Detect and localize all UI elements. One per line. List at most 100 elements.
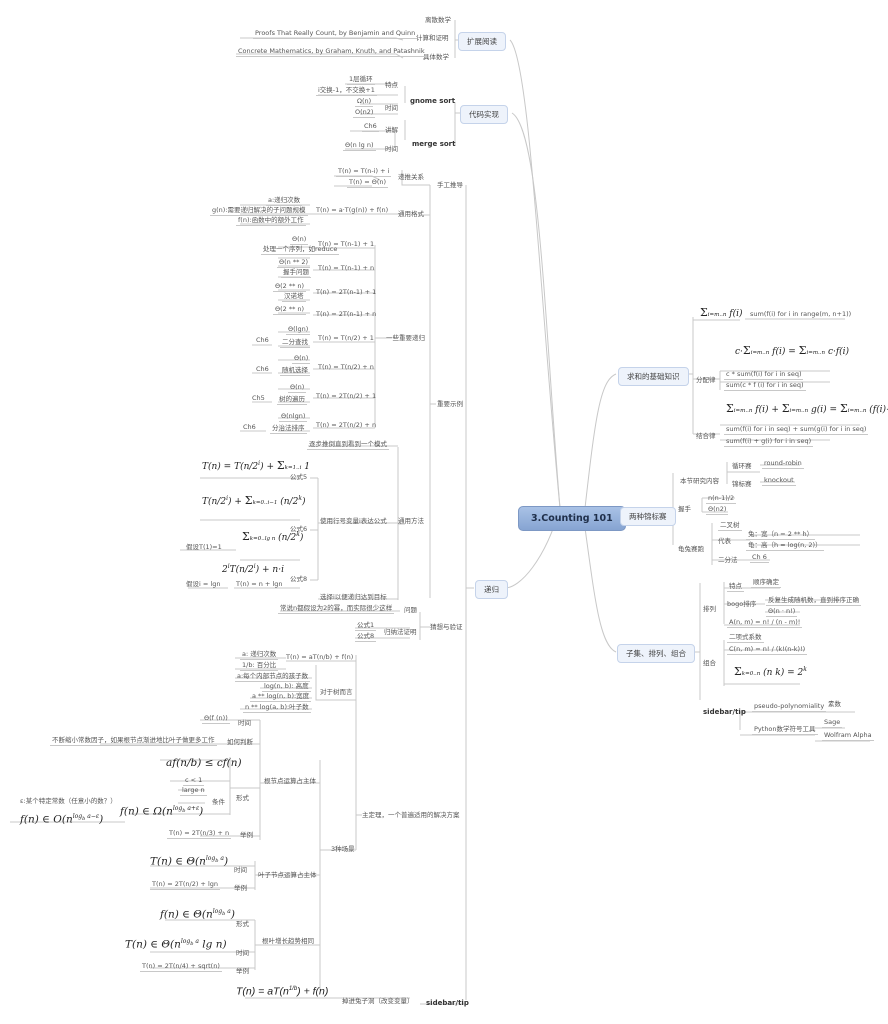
node-gnome-feature[interactable]: 特点 [385,81,398,89]
node-same-time[interactable]: 时间 [236,949,249,957]
node-leaf-time[interactable]: 时间 [234,866,247,874]
node-associative-1[interactable]: sum(f(i) for i in seq) + sum(g(i) for i … [724,425,869,435]
node-master-theorem[interactable]: 主定理，一个普遍适用的解决方案 [362,811,460,819]
node-leaf-example-value[interactable]: T(n) = 2T(n/2) + lgn [150,880,220,890]
node-rabbit-hole[interactable]: 掉进兔子洞（改变变量） [342,997,414,1005]
recursion-formula[interactable]: T(n) = T(n-1) + n [318,264,375,272]
node-root-judge-note[interactable]: 不断缩小常数因子，如果根节点渐进地比叶子做更多工作 [50,736,217,746]
node-pseudo-poly[interactable]: pseudo-polynomiality [752,702,827,712]
node-formula-8-result[interactable]: T(n) = n + lgn [236,580,283,588]
node-hare-width[interactable]: 兔：宽（n = 2 ** h） [746,530,816,540]
node-gnome-sort[interactable]: gnome sort [410,97,456,105]
node-relation-2[interactable]: T(n) = Θ(n) [347,178,389,188]
recursion-desc[interactable]: 握手问题 [281,268,311,278]
node-handshake-theta[interactable]: Θ(n2) [706,505,729,515]
node-sage[interactable]: Sage [822,718,843,728]
node-master-b[interactable]: 1/b: 百分比 [240,661,279,671]
node-recurrence-relation[interactable]: 递推关系 [398,173,424,181]
node-merge-theta[interactable]: Θ(n lg n) [343,141,376,151]
node-handshake-count[interactable]: n(n-1)/2 [706,494,737,504]
node-wolfram[interactable]: Wolfram Alpha [822,731,874,741]
node-proofs-book[interactable]: Proofs That Really Count, by Benjamin an… [253,29,418,39]
node-cond-large-n[interactable]: large n [180,786,207,796]
node-guess-verify[interactable]: 猜想与验证 [430,623,463,631]
topic-summation-basics[interactable]: 求和的基础知识 [618,367,689,386]
node-distributive-1[interactable]: c * sum(f(i) for i in seq) [724,370,804,380]
node-general-g[interactable]: g(n):需要递归解决的子问题规模 [210,206,308,216]
node-associative-2[interactable]: sum(f(i) + g(i) for i in seq) [724,437,814,447]
node-same-growth[interactable]: 根叶增长趋势相同 [262,937,314,945]
node-tree-leaves[interactable]: n ** log(a, b):叶子数 [243,703,311,713]
recursion-formula[interactable]: T(n) = T(n/2) + n [318,363,374,371]
node-merge-explain[interactable]: 讲解 [385,126,398,134]
node-comb-formula[interactable]: C(n, m) = n! / (k!(n-k)!) [727,645,808,655]
node-formula-5[interactable]: 公式5 [290,473,308,481]
node-knockout[interactable]: knockout [762,476,796,486]
node-induction-f1[interactable]: 公式1 [355,621,377,631]
node-gnome-o[interactable]: O(n2) [353,108,376,118]
recursion-formula[interactable]: T(n) = 2T(n-1) + n [316,310,377,318]
node-manual-derivation[interactable]: 手工推导 [437,181,463,189]
recursion-desc[interactable]: 二分查找 [280,338,310,348]
recursion-desc[interactable]: 随机选择 [280,366,310,376]
node-tortoise-height[interactable]: 龟：高（h = log(n, 2)） [746,541,824,551]
recursion-chapter[interactable]: Ch6 [256,336,269,344]
recursion-formula[interactable]: T(n) = 2T(n-1) + 1 [316,288,377,296]
node-round-robin-cn[interactable]: 循环赛 [732,462,752,470]
node-distributive[interactable]: 分配律 [696,376,716,384]
node-same-example-value[interactable]: T(n) = 2T(n/4) + sqrt(n) [140,962,222,972]
node-prime[interactable]: 素数 [828,700,841,708]
node-general-formula[interactable]: T(n) = a·T(g(n)) + f(n) [316,206,389,214]
recursion-formula[interactable]: T(n) = 2T(n/2) + n [316,421,377,429]
node-associative[interactable]: 结合律 [696,432,716,440]
node-for-tree[interactable]: 对于树而言 [320,688,353,696]
recursion-desc[interactable]: 汉诺塔 [282,292,306,302]
node-important-examples[interactable]: 重要示例 [437,400,463,408]
node-leaf-dominant[interactable]: 叶子节点运算占主体 [258,871,317,879]
node-method-step1[interactable]: 逐步推倒直到看到一个模式 [307,440,389,450]
recursion-result[interactable]: Θ(n) [292,354,311,364]
node-root-time-value[interactable]: Θ(f (n)) [202,714,230,724]
recursion-desc[interactable]: 树的遍历 [277,395,307,405]
recursion-formula[interactable]: T(n) = 2T(n/2) + 1 [316,392,377,400]
node-bogo-sort[interactable]: bogo排序 [727,600,757,608]
recursion-chapter[interactable]: Ch6 [243,423,256,431]
node-master-a[interactable]: a: 递归次数 [240,650,279,660]
node-induction[interactable]: 归纳法证明 [384,628,417,636]
node-root-judge[interactable]: 如何判断 [227,738,253,746]
node-tree-width[interactable]: a ** log(n, b):宽度 [250,692,312,702]
node-tree-children[interactable]: a:每个内部节点的孩子数 [235,672,311,682]
node-python-tools[interactable]: Python数学符号工具 [752,725,818,735]
node-recursion-tip[interactable]: sidebar/tip [426,999,469,1007]
node-formula-8[interactable]: 公式8 [290,575,308,583]
node-general-a[interactable]: a:递归次数 [266,196,303,206]
node-three-cases[interactable]: 3种场景 [331,845,355,853]
node-merge-sort[interactable]: merge sort [412,140,456,148]
node-gnome-swap[interactable]: i交换-1，不交换+1 [316,86,377,96]
node-bisection[interactable]: 二分法 [718,556,738,564]
node-bogo-theta[interactable]: Θ(n · n!) [766,607,798,617]
node-master-formula[interactable]: T(n) = aT(n/b) + f(n) [286,653,354,661]
node-discrete-math[interactable]: 离散数学 [425,16,451,24]
topic-recursion[interactable]: 递归 [475,580,508,599]
topic-combinatorics[interactable]: 子集、排列、组合 [617,644,695,663]
node-concrete-math[interactable]: 具体数学 [423,53,449,61]
recursion-result[interactable]: Θ(n) [290,235,309,245]
node-method-step2[interactable]: 使用行号变量i表达公式 [320,517,387,525]
node-comb-tip[interactable]: sidebar/tip [703,708,746,716]
node-root-example-value[interactable]: T(n) = 2T(n/3) + n [167,829,232,839]
topic-code-implementation[interactable]: 代码实现 [460,105,508,124]
node-representation[interactable]: 代表 [718,537,731,545]
recursion-desc[interactable]: 分治法排序 [270,424,307,434]
node-binomial[interactable]: 二项式系数 [727,633,764,643]
node-bogo-random[interactable]: 反复生成随机数，直到排序正确 [766,596,861,606]
node-handshake[interactable]: 握手 [678,505,691,513]
node-merge-time[interactable]: 时间 [385,145,398,153]
node-combination[interactable]: 组合 [703,659,716,667]
recursion-result[interactable]: Θ(n) [288,383,307,393]
recursion-result[interactable]: Θ(2 ** n) [273,282,307,292]
topic-extended-reading[interactable]: 扩展阅读 [458,32,506,51]
node-binary-tree[interactable]: 二叉树 [718,521,742,531]
node-perm-feature[interactable]: 特点 [727,582,744,592]
node-permutation[interactable]: 排列 [703,605,716,613]
